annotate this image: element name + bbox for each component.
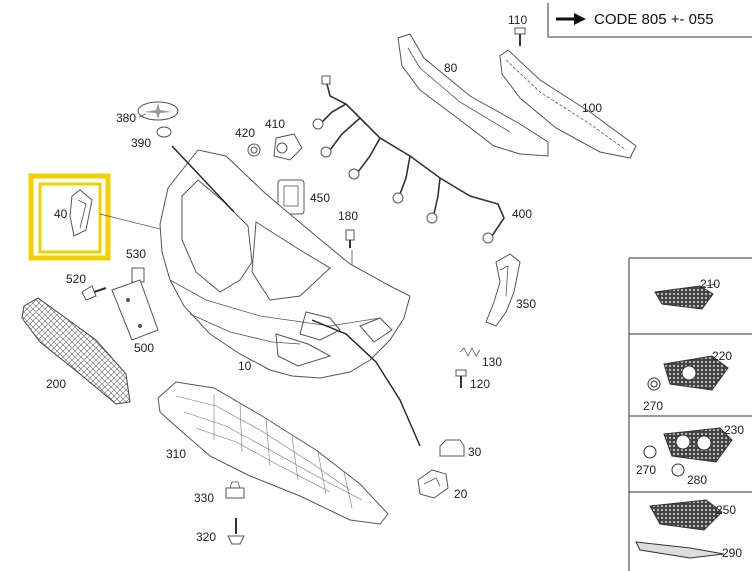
part-530-clip: 530 <box>126 247 146 283</box>
label-210: 210 <box>700 277 720 291</box>
label-520: 520 <box>66 272 86 286</box>
label-270-a: 270 <box>643 399 663 413</box>
code-label: CODE 805 +- 055 <box>594 11 714 28</box>
label-220: 220 <box>712 349 732 363</box>
label-200: 200 <box>46 377 66 391</box>
part-410-sensor: 410 <box>265 117 303 161</box>
variant-250: 250 290 <box>635 499 742 560</box>
label-410: 410 <box>265 117 285 131</box>
label-310: 310 <box>166 447 186 461</box>
part-390-ring: 390 <box>131 126 172 150</box>
part-500-plate: 500 <box>111 279 159 355</box>
label-380: 380 <box>116 111 136 125</box>
label-180: 180 <box>338 209 358 223</box>
label-110: 110 <box>508 13 527 27</box>
part-110-screw: 110 <box>508 13 527 46</box>
part-30-clip: 30 <box>439 439 482 459</box>
part-200-grille: 200 <box>21 297 131 405</box>
label-80: 80 <box>444 61 458 75</box>
code-box: CODE 805 +- 055 <box>547 3 752 38</box>
variant-220: 220 270 <box>643 349 732 413</box>
part-120-screw: 120 <box>455 369 490 391</box>
part-80-bracket: 80 <box>397 33 549 157</box>
part-380-emblem: 380 <box>116 101 179 125</box>
part-130-spring: 130 <box>459 347 502 369</box>
label-100: 100 <box>582 101 602 115</box>
label-20: 20 <box>454 487 468 501</box>
label-40: 40 <box>54 207 68 221</box>
label-30: 30 <box>468 445 482 459</box>
part-350-bracket: 350 <box>485 253 536 327</box>
variant-230: 230 270 280 <box>636 423 744 487</box>
label-450: 450 <box>310 191 330 205</box>
part-450-bracket: 450 <box>277 179 330 215</box>
label-330: 330 <box>194 491 214 505</box>
part-330-clip: 330 <box>194 481 245 505</box>
label-420: 420 <box>235 126 255 140</box>
part-40-highlighted: 40 <box>28 173 173 261</box>
label-120: 120 <box>470 377 490 391</box>
part-10-bumper-cover: 10 <box>159 149 411 379</box>
label-270-b: 270 <box>636 463 656 477</box>
part-320-screw: 320 <box>196 518 245 545</box>
label-530: 530 <box>126 247 146 261</box>
label-250: 250 <box>716 503 736 517</box>
label-400: 400 <box>512 207 532 221</box>
label-130: 130 <box>482 355 502 369</box>
part-400-wiring: 400 <box>312 75 532 244</box>
label-10: 10 <box>238 359 252 373</box>
variant-210: 210 <box>654 277 720 310</box>
part-420-grommet: 420 <box>235 126 261 157</box>
right-arrow-icon <box>556 13 586 25</box>
label-350: 350 <box>516 297 536 311</box>
part-100-trim: 100 <box>499 49 637 159</box>
label-500: 500 <box>134 341 154 355</box>
part-520-screw: 520 <box>66 272 107 301</box>
label-320: 320 <box>196 530 216 544</box>
label-290: 290 <box>722 546 742 560</box>
part-20-cap: 20 <box>417 469 468 501</box>
label-390: 390 <box>131 136 151 150</box>
variants-panel: 210 220 270 230 270 280 250 290 <box>628 257 752 571</box>
label-280: 280 <box>687 473 707 487</box>
label-230: 230 <box>724 423 744 437</box>
part-310-underbody: 310 <box>157 381 389 525</box>
